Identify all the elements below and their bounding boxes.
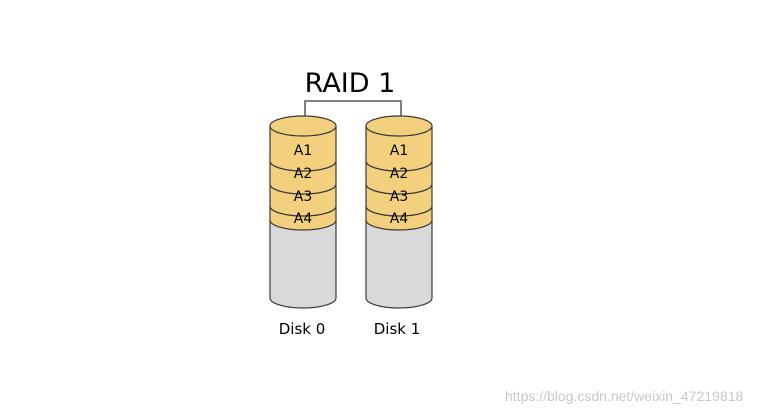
disk-top bbox=[365, 115, 433, 137]
disk-top bbox=[269, 115, 337, 137]
block-label: A3 bbox=[294, 189, 312, 205]
disk-label: Disk 1 bbox=[374, 320, 421, 338]
block-label: A2 bbox=[294, 166, 312, 182]
disk-block bbox=[269, 125, 337, 172]
disk-label: Disk 0 bbox=[279, 320, 326, 338]
diagram-title: RAID 1 bbox=[305, 68, 396, 99]
disk-body bbox=[269, 219, 337, 309]
block-label: A4 bbox=[390, 211, 409, 227]
watermark-text: https://blog.csdn.net/weixin_47219818 bbox=[505, 388, 744, 404]
mirror-connector bbox=[304, 100, 402, 126]
block-label: A1 bbox=[294, 143, 312, 159]
disk-block bbox=[365, 125, 433, 172]
block-label: A3 bbox=[390, 189, 408, 205]
disk-0: A1 A2 A3 A4 Disk 0 bbox=[269, 115, 337, 338]
disk-1: A1 A2 A3 A4 Disk 1 bbox=[365, 115, 433, 338]
block-label: A4 bbox=[294, 211, 313, 227]
disk-body bbox=[365, 219, 433, 309]
block-label: A1 bbox=[390, 143, 408, 159]
block-label: A2 bbox=[390, 166, 408, 182]
